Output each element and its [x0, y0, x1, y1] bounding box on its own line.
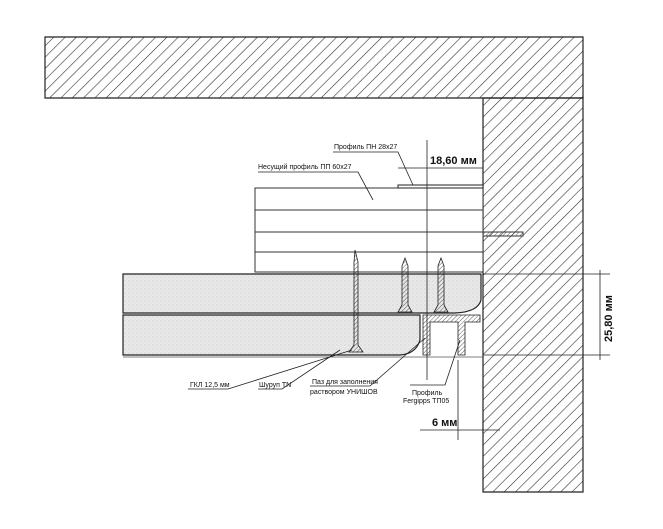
screw-3 [433, 256, 449, 313]
gkl-board-lower [122, 314, 421, 356]
dimension-gap-bottom: 6 мм [432, 417, 457, 429]
profile-pp-60x27 [254, 187, 484, 273]
fergipps-profile [422, 314, 481, 356]
wall [482, 97, 584, 493]
dimension-thickness: 25,80 мм [603, 295, 615, 342]
ceiling-slab [44, 36, 584, 99]
label-profile-pn: Профиль ПН 28x27 [334, 144, 397, 151]
label-profile-pp: Несущий профиль ПП 60x27 [258, 163, 352, 171]
label-screw: Шуруп TN [259, 382, 291, 389]
label-fergipps-2: Fergipps ТП05 [403, 398, 449, 405]
label-groove-1: Паз для заполнения [312, 379, 378, 386]
screws [348, 249, 449, 353]
dimension-gap-top: 18,60 мм [430, 155, 477, 167]
label-gkl: ГКЛ 12,5 мм [190, 382, 230, 389]
gkl-board-upper [122, 273, 482, 314]
screw-2 [397, 256, 413, 313]
label-groove-2: раствором УНИШОВ [310, 389, 378, 396]
label-fergipps-1: Профиль [412, 390, 443, 397]
screw-1 [348, 249, 364, 353]
profile-pn-28x27 [397, 184, 484, 189]
wall-anchor [482, 231, 524, 237]
